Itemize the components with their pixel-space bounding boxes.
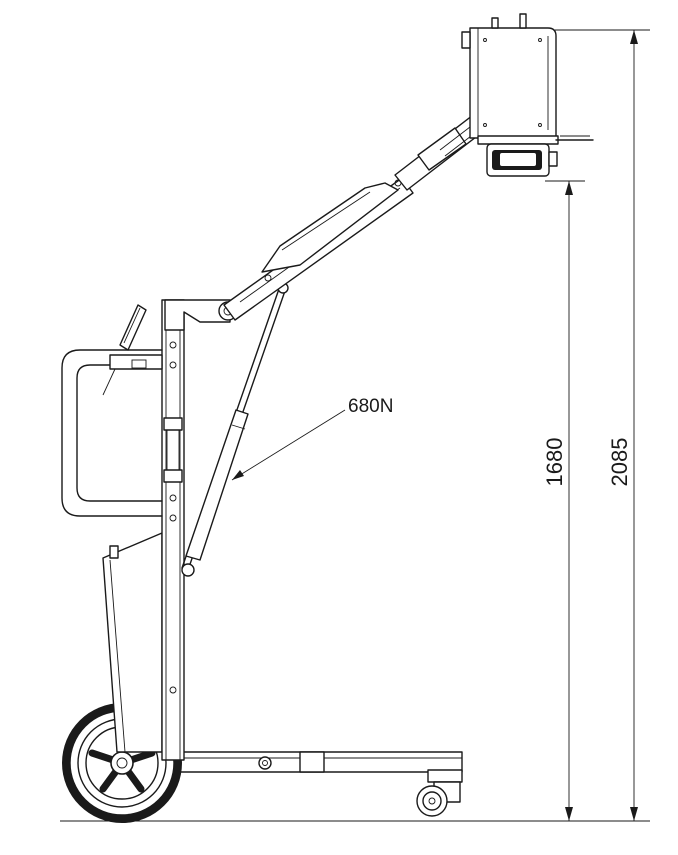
collimator [486, 143, 558, 177]
front-caster [416, 769, 463, 817]
tube-head [461, 13, 557, 139]
lower-cabinet [102, 532, 163, 753]
dimension-overall [455, 29, 650, 822]
dimension-2085-label: 2085 [607, 438, 632, 487]
main-column [161, 299, 185, 761]
cassette-holder [102, 304, 163, 396]
push-handle [61, 349, 163, 517]
dimension-1680-label: 1680 [542, 438, 567, 487]
tube-bracket-bar [477, 135, 594, 145]
gas-spring [181, 282, 289, 577]
force-leader [231, 409, 346, 481]
arm-cover [261, 182, 399, 282]
base-frame [164, 751, 463, 773]
dimension-inner [545, 180, 585, 821]
force-label: 680N [348, 396, 393, 417]
